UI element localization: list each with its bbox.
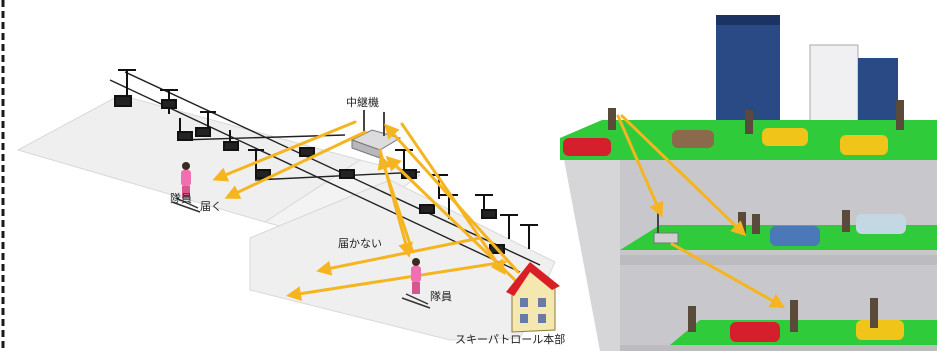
- parking-garage-diagram: [560, 15, 937, 351]
- signal-arrows: [212, 120, 520, 302]
- patrol-member-label-bottom: 隊員: [430, 290, 452, 303]
- patrol-member-label-top: 隊員: [170, 192, 192, 205]
- ski-patrol-member-top: [171, 162, 201, 213]
- ski-patrol-hq-building: [506, 262, 560, 333]
- ski-slope-diagram: [16, 69, 560, 341]
- ski-patrol-hq-label: スキーパトロール本部: [455, 333, 566, 346]
- garage-signal-arrows: [616, 114, 786, 308]
- ski-patrol-member-bottom: [401, 258, 431, 309]
- no-reach-label: 届かない: [338, 237, 382, 250]
- reach-ok-label: 届く: [200, 200, 222, 213]
- repeater-label: 中継機: [346, 96, 379, 109]
- parked-cars: [563, 128, 906, 342]
- garage-wall-left: [560, 138, 620, 351]
